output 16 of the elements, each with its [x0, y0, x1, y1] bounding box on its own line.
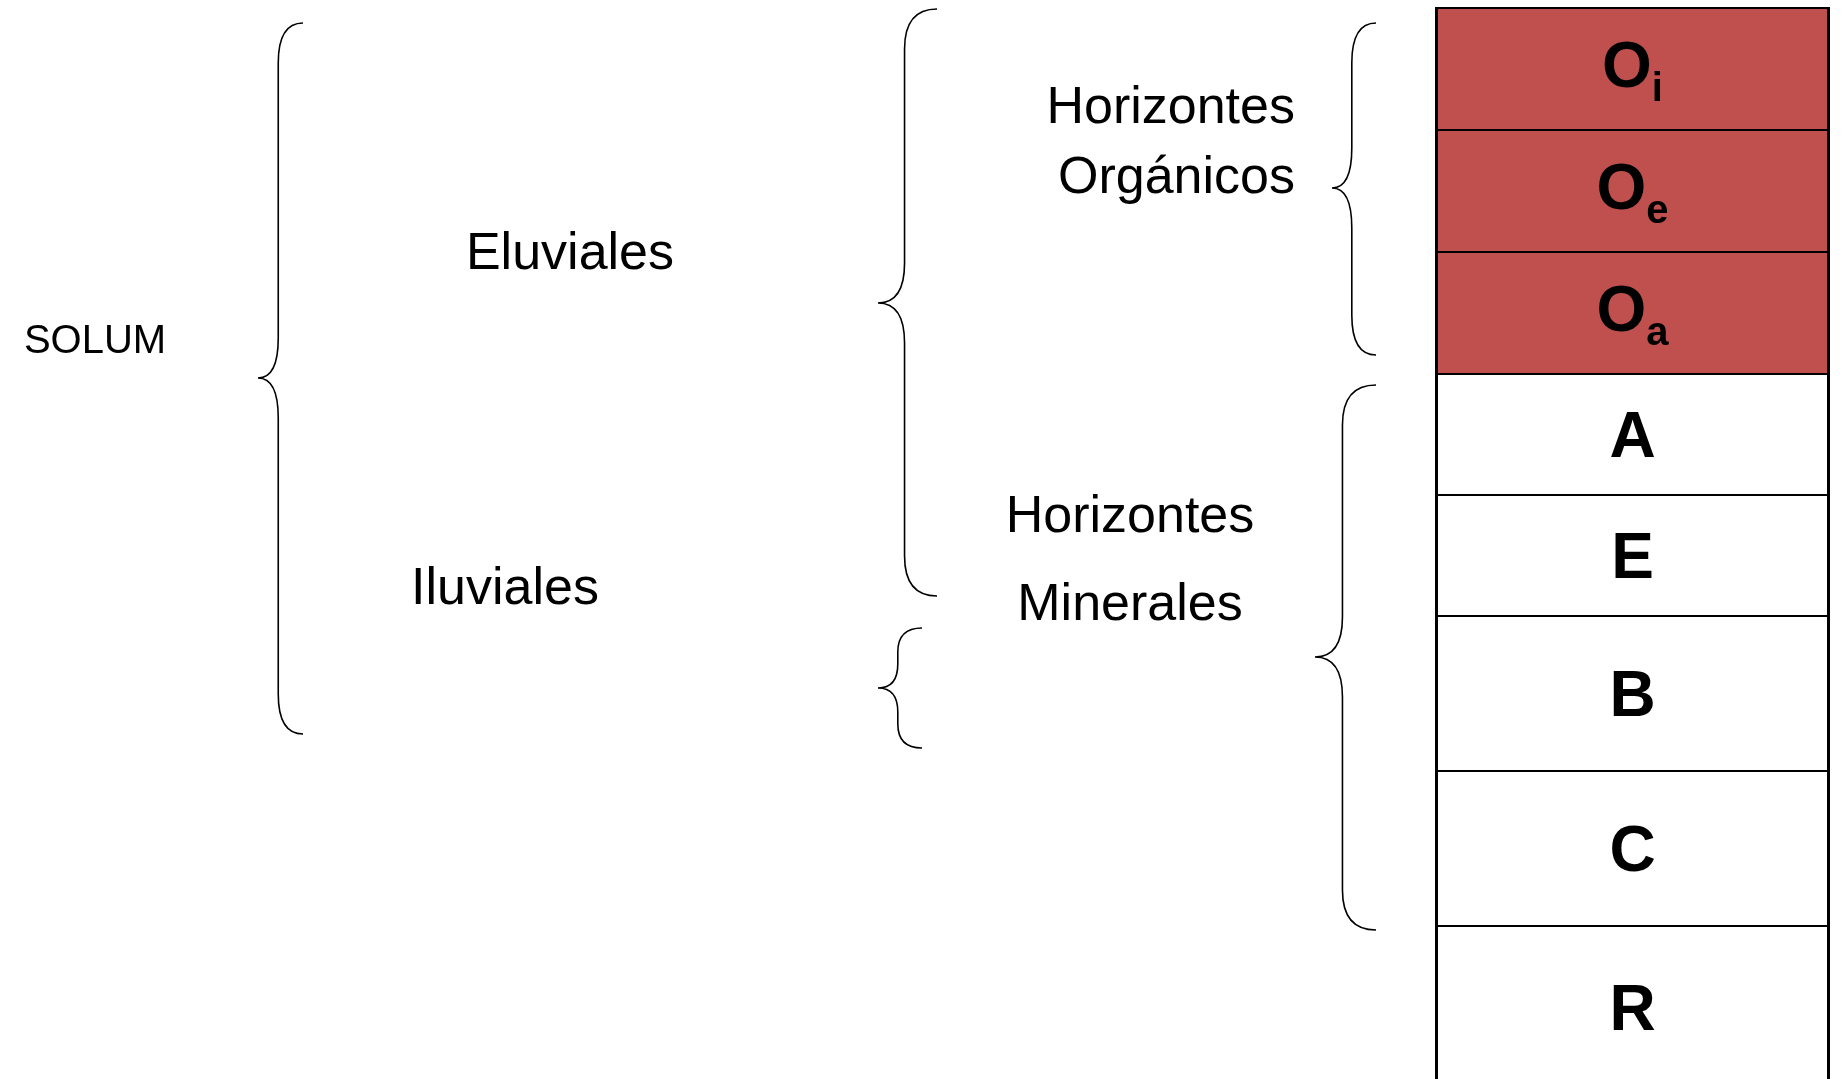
- soil-horizon-layer: [1438, 131, 1827, 253]
- horizon-letter: O$_{e}$: [1596, 150, 1669, 232]
- horizon-letter: R: [1609, 971, 1656, 1045]
- horizon-group-label: Horizontes Orgánicos: [1045, 75, 1295, 207]
- horizon-letter: A: [1609, 397, 1656, 472]
- group-label: Eluviales: [464, 221, 676, 282]
- horizon-letter: E: [1611, 518, 1654, 593]
- section-label: SOLUM: [22, 316, 168, 363]
- horizon-letter: C: [1609, 811, 1656, 886]
- horizon-letter: O$_{i}$: [1602, 28, 1663, 110]
- soil-horizon-layer: [1438, 253, 1827, 375]
- horizon-group-label: Horizontes Minerales: [1004, 484, 1256, 634]
- group-label: Iluviales: [410, 556, 600, 617]
- soil-horizon-layer: [1438, 9, 1827, 131]
- horizon-letter: O$_{a}$: [1596, 272, 1669, 354]
- horizon-letter: B: [1609, 656, 1656, 731]
